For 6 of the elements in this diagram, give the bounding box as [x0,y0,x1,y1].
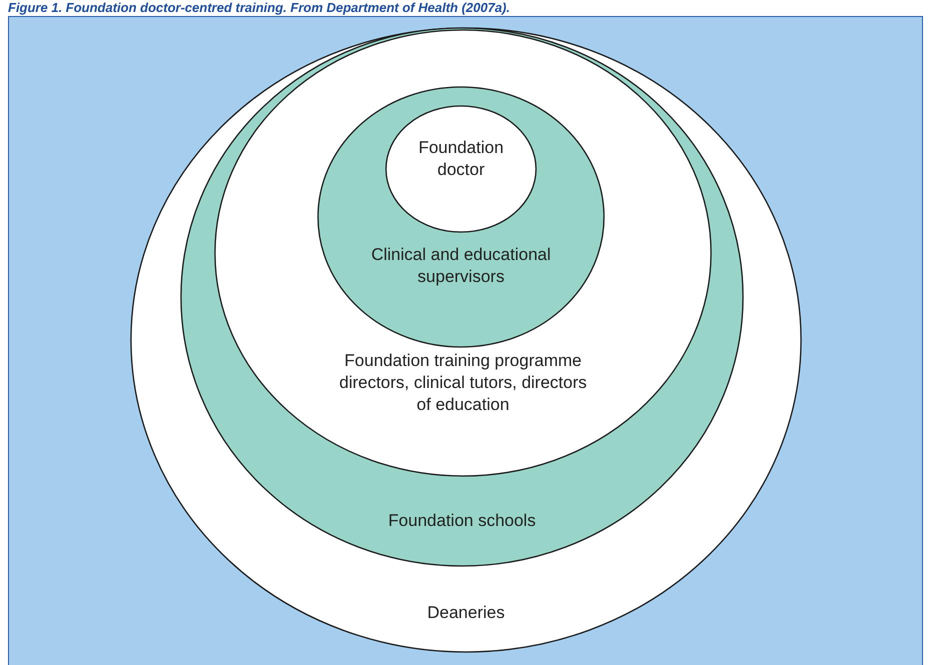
ring-label: Foundation doctor [417,137,505,182]
ring-label: Clinical and educational supervisors [370,244,552,288]
figure-title: Figure 1. Foundation doctor-centred training. From Department of Health (2007a). [8,0,510,15]
ring-label: Deaneries [426,602,506,624]
ring-label: Foundation training programme directors, clinical tutors, directors of education [338,350,588,416]
ring-label: Foundation schools [387,510,537,532]
